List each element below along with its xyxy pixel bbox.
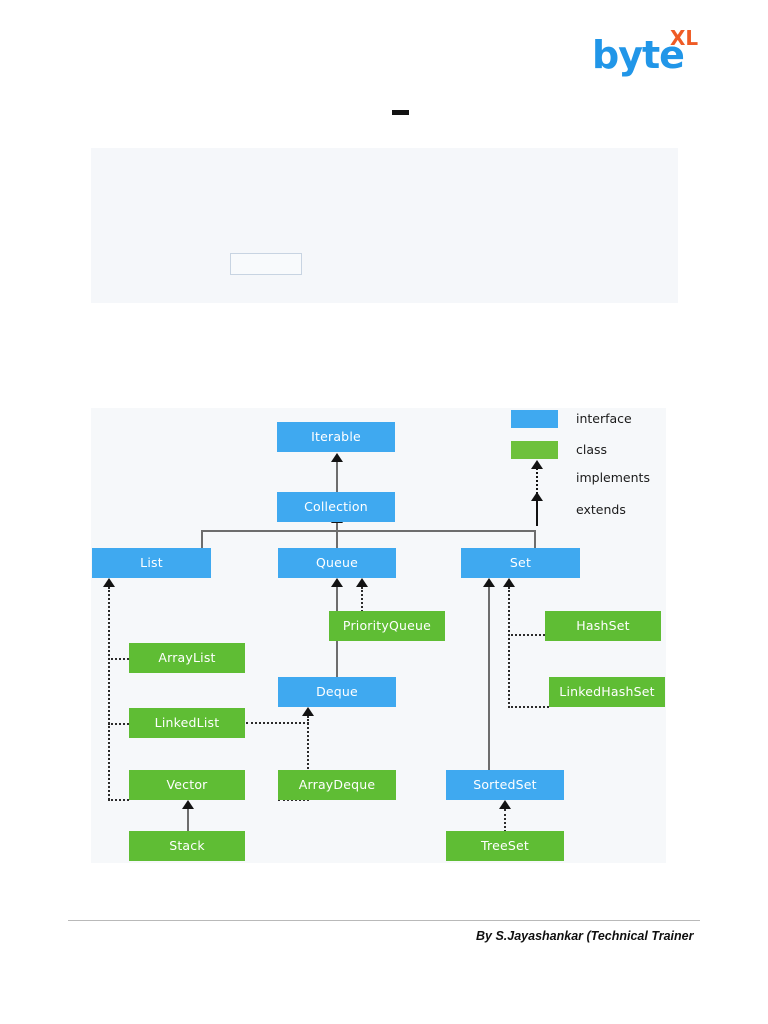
legend-label-class: class — [576, 442, 608, 457]
node-deque[interactable]: Deque — [278, 677, 396, 707]
arrowhead-deque-implementors — [302, 707, 314, 716]
node-sortedset[interactable]: SortedSet — [446, 770, 564, 800]
edge-arraydeque-implements-deque — [278, 799, 309, 801]
edge-sortedset-extends-set — [488, 587, 490, 770]
upper-content-panel — [91, 148, 678, 303]
edge-set-implementors-riser — [508, 587, 510, 708]
arrowhead-list-implementors — [103, 578, 115, 587]
edge-bus-to-list — [201, 530, 203, 548]
edge-hashset-implements-set — [508, 634, 545, 636]
arrowhead-collection-iterable — [331, 453, 343, 462]
node-set[interactable]: Set — [461, 548, 580, 578]
edge-linkedhashset-implements-set — [508, 706, 549, 708]
node-arraydeque[interactable]: ArrayDeque — [278, 770, 396, 800]
node-collection[interactable]: Collection — [277, 492, 395, 522]
edge-treeset-implements-sortedset — [504, 809, 506, 840]
edge-bus-bar — [201, 530, 536, 532]
node-stack[interactable]: Stack — [129, 831, 245, 861]
node-vector[interactable]: Vector — [129, 770, 245, 800]
node-treeset[interactable]: TreeSet — [446, 831, 564, 861]
empty-placeholder-box[interactable] — [230, 253, 302, 275]
node-linkedhashset[interactable]: LinkedHashSet — [549, 677, 665, 707]
legend-label-extends: extends — [576, 502, 626, 517]
legend-arrow-implements — [536, 468, 538, 494]
node-queue[interactable]: Queue — [278, 548, 396, 578]
logo-wordmark: byte — [592, 33, 685, 77]
legend-label-interface: interface — [576, 411, 632, 426]
collection-hierarchy-diagram: Iterable Collection List Queue Set Deque… — [91, 408, 666, 863]
footer-credit: By S.Jayashankar (Technical Trainer — [476, 929, 694, 943]
diagram-legend: interface class implements extends — [511, 408, 671, 526]
edge-priorityqueue-implements-queue — [361, 587, 363, 612]
edge-vector-implements-list — [108, 799, 129, 801]
edge-collection-stem — [336, 523, 338, 551]
bytexl-logo: byte XL — [592, 28, 702, 80]
arrowhead-deque-queue — [331, 578, 343, 587]
legend-arrowhead-extends-icon — [531, 492, 543, 501]
edge-linkedlist-implements-list — [108, 723, 129, 725]
arrowhead-treeset-sortedset — [499, 800, 511, 809]
arrowhead-set-implementors — [503, 578, 515, 587]
edge-arraydeque-riser — [307, 716, 309, 800]
logo-superscript: XL — [670, 26, 699, 50]
arrowhead-priorityqueue-queue — [356, 578, 368, 587]
node-iterable[interactable]: Iterable — [277, 422, 395, 452]
node-linkedlist[interactable]: LinkedList — [129, 708, 245, 738]
footer-divider — [68, 920, 700, 921]
edge-collection-extends-iterable — [336, 462, 338, 500]
node-priorityqueue[interactable]: PriorityQueue — [329, 611, 445, 641]
edge-arraylist-implements-list — [108, 658, 129, 660]
node-arraylist[interactable]: ArrayList — [129, 643, 245, 673]
arrowhead-sortedset-set — [483, 578, 495, 587]
arrowhead-stack-vector — [182, 800, 194, 809]
edge-bus-to-set — [534, 530, 536, 548]
edge-linkedlist-implements-deque — [246, 722, 309, 724]
node-list[interactable]: List — [92, 548, 211, 578]
node-hashset[interactable]: HashSet — [545, 611, 661, 641]
edge-stack-extends-vector — [187, 809, 189, 840]
legend-swatch-class — [511, 441, 558, 459]
title-dash-mark — [392, 110, 409, 115]
legend-label-implements: implements — [576, 470, 650, 485]
edge-list-implementors-riser — [108, 587, 110, 800]
legend-arrowhead-implements-icon — [531, 460, 543, 469]
legend-arrow-extends — [536, 500, 538, 526]
legend-swatch-interface — [511, 410, 558, 428]
